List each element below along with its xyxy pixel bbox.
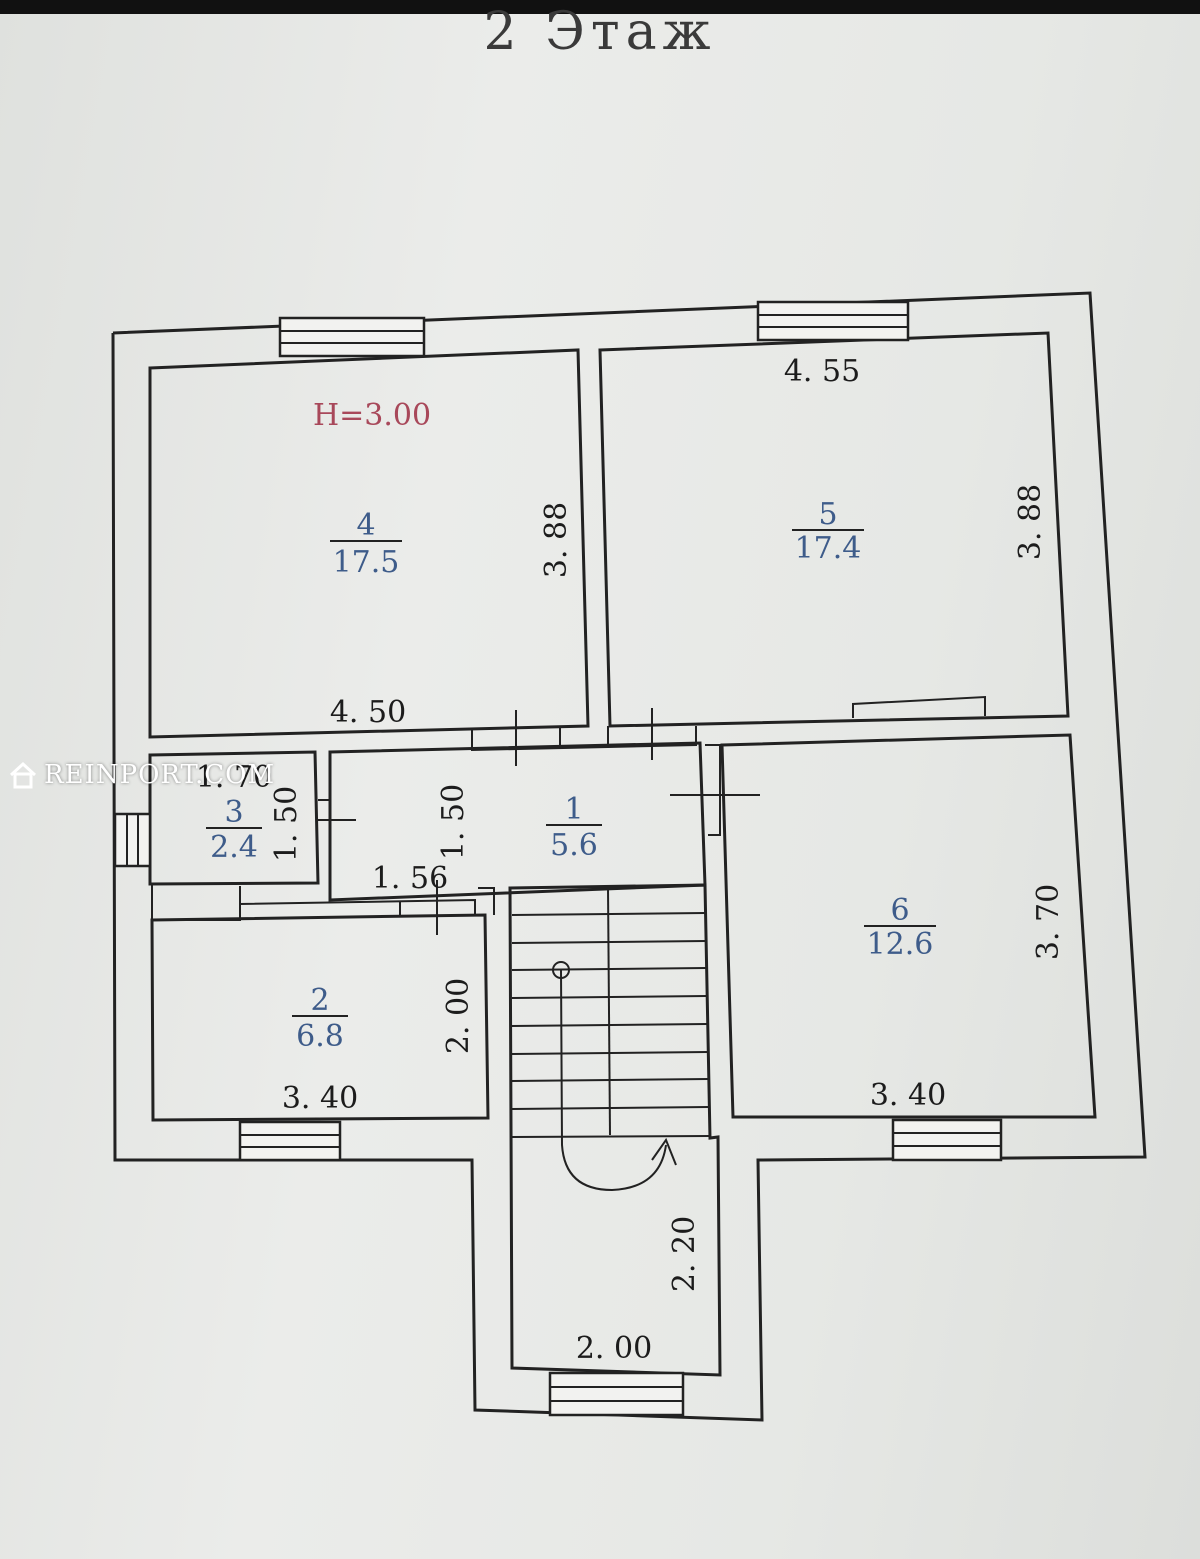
corridor-wall-top bbox=[471, 726, 697, 752]
room-5-width-dim: 4. 55 bbox=[784, 354, 860, 389]
room-5-number: 5 bbox=[818, 497, 837, 532]
ceiling-height-label: H=3.00 bbox=[313, 398, 431, 433]
top-edge-bar bbox=[0, 0, 1200, 14]
room-1-area: 5.6 bbox=[550, 828, 598, 863]
window-stair bbox=[548, 1371, 685, 1417]
window-room3 bbox=[113, 812, 152, 868]
stair-width-dim: 2. 00 bbox=[576, 1331, 652, 1366]
room-4-walls bbox=[148, 348, 590, 739]
room-4-width-dim: 4. 50 bbox=[330, 695, 406, 730]
room-3-width-dim: 1. 70 bbox=[196, 760, 272, 795]
room-4-number: 4 bbox=[356, 508, 375, 543]
watermark: REINPORT.COM bbox=[8, 760, 275, 790]
stair-walls bbox=[508, 883, 722, 1377]
stair-direction-arrow bbox=[552, 961, 677, 1192]
room-4-area: 17.5 bbox=[333, 545, 400, 580]
stair-post bbox=[478, 887, 495, 915]
room-6-walls bbox=[720, 733, 1097, 1119]
room-6-area: 12.6 bbox=[867, 927, 934, 962]
room-2-area: 6.8 bbox=[296, 1019, 344, 1054]
room-1-height-dim: 1. 50 bbox=[436, 784, 471, 860]
room-2-walls bbox=[150, 913, 490, 1122]
room-5-area: 17.4 bbox=[795, 531, 862, 566]
room-6-number: 6 bbox=[890, 893, 909, 928]
floor-title: 2 Этаж bbox=[483, 2, 717, 62]
room-6-width-dim: 3. 40 bbox=[870, 1078, 946, 1113]
room-3-area: 2.4 bbox=[210, 830, 258, 865]
room5-door-niche bbox=[852, 695, 986, 718]
stair-treads bbox=[511, 887, 711, 1138]
window-room4 bbox=[278, 316, 426, 358]
room-1-number: 1 bbox=[564, 792, 583, 827]
room-1-width-dim: 1. 56 bbox=[372, 861, 448, 896]
window-room5 bbox=[756, 300, 910, 342]
window-room6 bbox=[891, 1118, 1003, 1162]
watermark-text: REINPORT.COM bbox=[44, 760, 276, 790]
room-3-height-dim: 1. 50 bbox=[269, 786, 304, 862]
room2-top-wall bbox=[239, 898, 476, 915]
stair-height-dim: 2. 20 bbox=[667, 1216, 702, 1292]
outer-wall bbox=[111, 291, 1147, 1422]
room-3-number: 3 bbox=[224, 795, 243, 830]
room-2-height-dim: 2. 00 bbox=[441, 978, 476, 1054]
room-5-height-dim: 3. 88 bbox=[1013, 484, 1048, 560]
room6-door-jamb bbox=[705, 744, 721, 836]
room3-box bbox=[151, 884, 241, 921]
room-6-height-dim: 3. 70 bbox=[1031, 884, 1066, 960]
window-room2 bbox=[238, 1120, 342, 1162]
house-logo-icon bbox=[9, 761, 37, 789]
room-4-height-dim: 3. 88 bbox=[539, 502, 574, 578]
room-2-width-dim: 3. 40 bbox=[282, 1081, 358, 1116]
room-2-number: 2 bbox=[310, 983, 329, 1018]
